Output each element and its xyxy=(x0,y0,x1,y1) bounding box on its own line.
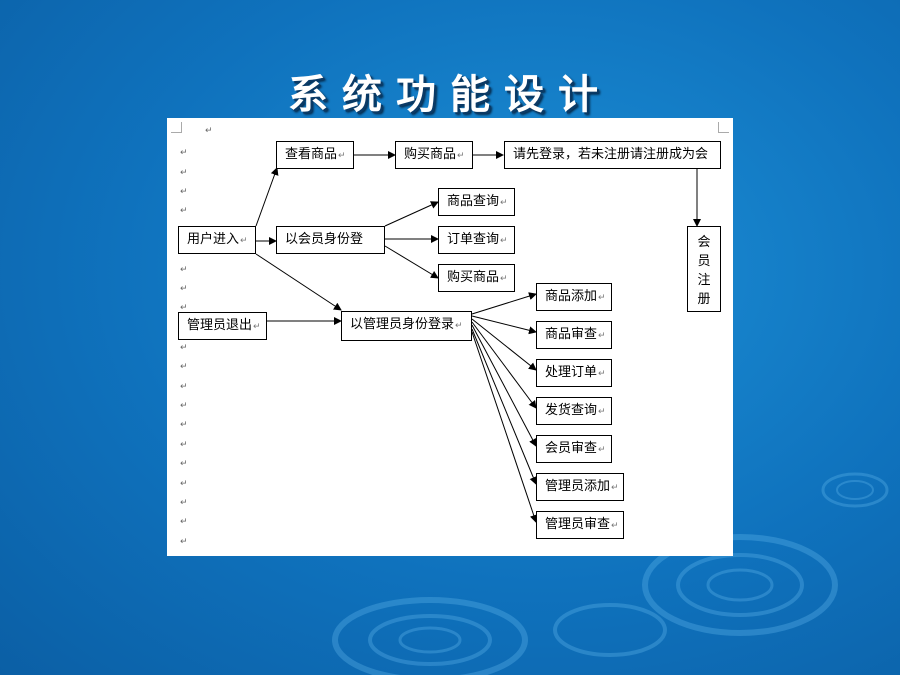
admin-exit-box: 管理员退出↵ xyxy=(178,312,267,340)
paragraph-mark: ↵ xyxy=(180,148,188,158)
admin-option-box: 会员审查↵ xyxy=(536,435,612,463)
member-login-label: 以会员身份登 xyxy=(285,232,364,247)
paragraph-mark: ↵ xyxy=(180,343,188,353)
login-prompt-box: 请先登录，若未注册请注册成为会 xyxy=(504,141,721,169)
admin-option-box: 商品审查↵ xyxy=(536,321,612,349)
paragraph-mark: ↵ xyxy=(180,206,188,216)
paragraph-mark: ↵ xyxy=(180,401,188,411)
user-entry-box: 用户进入↵ xyxy=(178,226,256,254)
paragraph-mark: ↵ xyxy=(180,187,188,197)
member-option-box: 商品查询↵ xyxy=(438,188,515,216)
paragraph-mark: ↵ xyxy=(180,168,188,178)
view-goods-label: 查看商品 xyxy=(285,147,338,162)
document-page: ↵ ↵ ↵ ↵ ↵ ↵ ↵ ↵ ↵ ↵ ↵ ↵ ↵ ↵ ↵ ↵ ↵ ↵ ↵ 用户… xyxy=(167,118,733,556)
view-goods-box: 查看商品↵ xyxy=(276,141,354,169)
member-login-box: 以会员身份登 xyxy=(276,226,385,254)
admin-login-label: 以管理员身份登录 xyxy=(350,317,455,332)
buy-goods-top-box: 购买商品↵ xyxy=(395,141,473,169)
paragraph-mark: ↵ xyxy=(180,440,188,450)
member-option-label: 订单查询 xyxy=(447,232,500,247)
register-char: 册 xyxy=(697,292,711,307)
admin-option-label: 商品审查 xyxy=(545,327,598,342)
buy-goods-top-label: 购买商品 xyxy=(404,147,457,162)
login-prompt-label: 请先登录，若未注册请注册成为会 xyxy=(513,147,709,162)
paragraph-mark: ↵ xyxy=(180,517,188,527)
paragraph-mark: ↵ xyxy=(180,303,188,313)
admin-login-box: 以管理员身份登录↵ xyxy=(341,311,472,341)
admin-option-box: 管理员添加↵ xyxy=(536,473,624,501)
admin-option-box: 管理员审查↵ xyxy=(536,511,624,539)
paragraph-mark: ↵ xyxy=(180,479,188,489)
paragraph-mark: ↵ xyxy=(180,537,188,547)
slide-title: 系统功能设计 xyxy=(288,71,612,118)
margin-corner xyxy=(718,122,729,133)
member-option-box: 购买商品↵ xyxy=(438,264,515,292)
admin-option-label: 发货查询 xyxy=(545,403,598,418)
register-char: 注 xyxy=(697,273,711,288)
flow-arrows xyxy=(255,151,701,523)
admin-option-box: 发货查询↵ xyxy=(536,397,612,425)
user-entry-label: 用户进入 xyxy=(187,232,240,247)
admin-option-label: 管理员审查 xyxy=(545,517,611,532)
register-char: 员 xyxy=(697,254,711,269)
paragraph-mark: ↵ xyxy=(180,265,188,275)
member-option-box: 订单查询↵ xyxy=(438,226,515,254)
admin-option-label: 管理员添加 xyxy=(545,479,611,494)
paragraph-mark: ↵ xyxy=(180,459,188,469)
member-option-label: 购买商品 xyxy=(447,270,500,285)
paragraph-mark: ↵ xyxy=(180,284,188,294)
admin-option-label: 商品添加 xyxy=(545,289,598,304)
admin-option-label: 处理订单 xyxy=(545,365,598,380)
paragraph-mark: ↵ xyxy=(180,420,188,430)
register-char: 会 xyxy=(697,235,711,250)
admin-option-box: 商品添加↵ xyxy=(536,283,612,311)
paragraph-mark: ↵ xyxy=(180,382,188,392)
margin-corner xyxy=(171,122,182,133)
member-option-label: 商品查询 xyxy=(447,194,500,209)
admin-option-label: 会员审查 xyxy=(545,441,598,456)
admin-exit-label: 管理员退出 xyxy=(187,318,253,333)
paragraph-mark: ↵ xyxy=(180,362,188,372)
register-box: 会 员 注 册 xyxy=(687,226,721,312)
paragraph-mark: ↵ xyxy=(180,498,188,508)
paragraph-mark: ↵ xyxy=(205,126,213,136)
admin-option-box: 处理订单↵ xyxy=(536,359,612,387)
